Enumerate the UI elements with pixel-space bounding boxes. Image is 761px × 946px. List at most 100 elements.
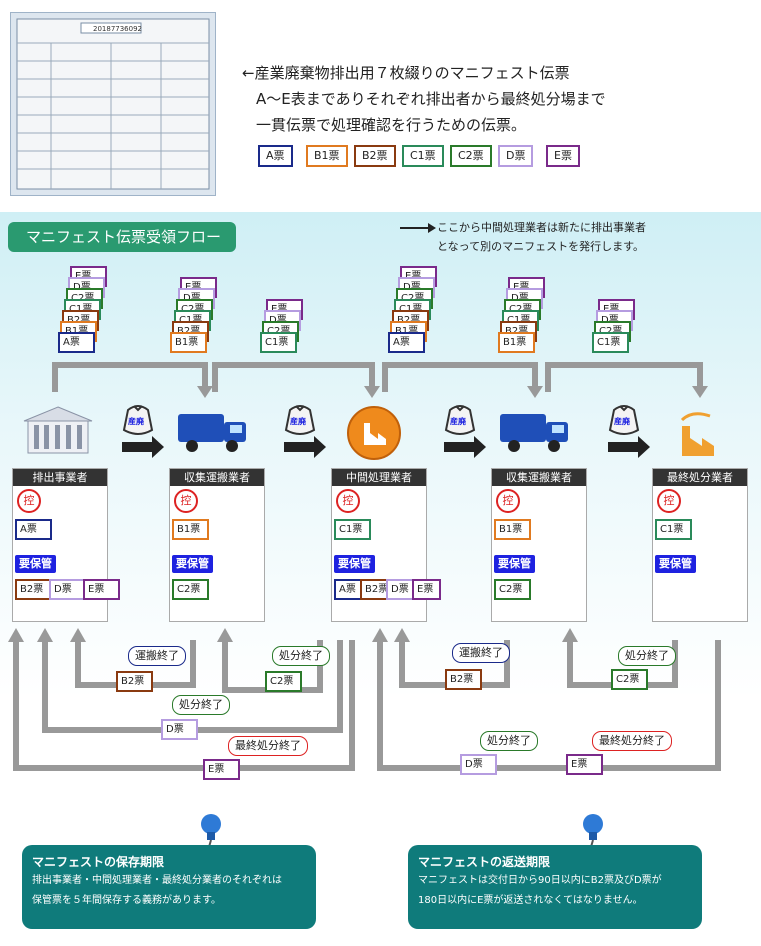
note-line-2: となって別のマニフェストを発行します。 [437, 240, 645, 253]
flow-arrow-icon [284, 436, 326, 458]
stack-1-slip: A票 [58, 332, 95, 353]
retention-body: 排出事業者・中間処理業者・最終処分業者のそれぞれは 保管票を５年間保存する義務が… [32, 871, 282, 911]
manifest-form-image: 20187736092 [16, 18, 210, 190]
bubble-disposal-done-1: 処分終了 [272, 646, 330, 666]
copy-mark-icon: 控 [496, 489, 520, 513]
must-keep-badge: 要保管 [655, 555, 696, 573]
bubble-final-disposal-done-2: 最終処分終了 [592, 731, 672, 751]
deadline-line-1: マニフェストは交付日から90日以内にB2票及びD票が [418, 875, 662, 886]
retention-line-1: 排出事業者・中間処理業者・最終処分業者のそれぞれは [32, 875, 282, 886]
bubble-transport-done-2: 運搬終了 [452, 643, 510, 663]
stored-slip: B2票 [15, 579, 52, 600]
kept-slip: A票 [15, 519, 52, 540]
factory-orb-icon [347, 406, 401, 460]
legend-d: D票 [498, 145, 534, 167]
stored-slip: A票 [334, 579, 363, 600]
stack-3-slip: C1票 [260, 332, 297, 353]
stored-slip: C2票 [172, 579, 209, 600]
manifest-form-thumbnail: 20187736092 [10, 12, 216, 196]
truck-icon [178, 414, 246, 452]
return-slip-c2-1: C2票 [265, 671, 302, 692]
waste-bag-icon: 産廃 [280, 398, 320, 438]
truck-icon [500, 414, 568, 452]
must-keep-badge: 要保管 [172, 555, 213, 573]
form-number: 20187736092 [93, 25, 142, 33]
bubble-disposal-done-2: 処分終了 [172, 695, 230, 715]
bubble-disposal-done-4: 処分終了 [480, 731, 538, 751]
must-keep-badge: 要保管 [15, 555, 56, 573]
kept-slip: B1票 [172, 519, 209, 540]
copy-mark-icon: 控 [657, 489, 681, 513]
intro-line-3: 一貫伝票で処理確認を行うための伝票。 [256, 116, 527, 134]
waste-bag-label: 産廃 [290, 417, 306, 426]
legend-b2: B2票 [354, 145, 396, 167]
kept-slip: C1票 [655, 519, 692, 540]
stored-slip: E票 [412, 579, 441, 600]
stored-slip: D票 [386, 579, 415, 600]
card-2: 収集運搬業者控 B1票要保管 C2票 [169, 468, 265, 622]
bubble-transport-done-1: 運搬終了 [128, 646, 186, 666]
stack-6-slip: C1票 [592, 332, 629, 353]
stored-slip: D票 [49, 579, 86, 600]
stored-slip: C2票 [494, 579, 531, 600]
waste-bag-icon: 産廃 [118, 398, 158, 438]
copy-mark-icon: 控 [336, 489, 360, 513]
legend-c2: C2票 [450, 145, 492, 167]
intro-line-2: A～E表までありそれぞれ排出者から最終処分場まで [256, 90, 606, 108]
return-slip-b2-1: B2票 [116, 671, 153, 692]
legend-a: A票 [258, 145, 293, 167]
building-icon [23, 406, 93, 454]
return-slip-b2-2: B2票 [445, 669, 482, 690]
kept-slip: B1票 [494, 519, 531, 540]
factory-icon [680, 412, 714, 456]
bubble-final-disposal-done-1: 最終処分終了 [228, 736, 308, 756]
return-slip-e-1: E票 [203, 759, 240, 780]
note-line-1: ここから中間処理業者は新たに排出事業者 [437, 221, 646, 234]
retention-line-2: 保管票を５年間保存する義務があります。 [32, 895, 221, 906]
kept-slip: C1票 [334, 519, 371, 540]
waste-bag-label: 産廃 [614, 417, 630, 426]
waste-bag-icon: 産廃 [440, 398, 480, 438]
deadline-line-2: 180日以内にE票が返送されなくてはなりません。 [418, 895, 643, 906]
legend-b1: B1票 [306, 145, 348, 167]
card-title: 中間処理業者 [332, 469, 426, 486]
retention-period-box: マニフェストの保存期限 排出事業者・中間処理業者・最終処分業者のそれぞれは 保管… [22, 845, 316, 929]
copy-mark-icon: 控 [174, 489, 198, 513]
legend-c1: C1票 [402, 145, 444, 167]
stored-slip: B2票 [360, 579, 389, 600]
intro-text: ←産業廃棄物排出用７枚綴りのマニフェスト伝票 A～E表までありそれぞれ排出者から… [242, 60, 606, 138]
return-slip-d-1: D票 [161, 719, 198, 740]
card-title: 排出事業者 [13, 469, 107, 486]
legend-e: E票 [546, 145, 580, 167]
retention-title: マニフェストの保存期限 [32, 855, 165, 869]
card-title: 収集運搬業者 [492, 469, 586, 486]
intermediate-note: ここから中間処理業者は新たに排出事業者 となって別のマニフェストを発行します。 [437, 218, 646, 256]
return-slip-d-2: D票 [460, 754, 497, 775]
return-lines [8, 628, 721, 771]
must-keep-badge: 要保管 [334, 555, 375, 573]
intro-line-1: ←産業廃棄物排出用７枚綴りのマニフェスト伝票 [242, 64, 570, 82]
must-keep-badge: 要保管 [494, 555, 535, 573]
card-5: 最終処分業者控 C1票要保管 [652, 468, 748, 622]
return-deadline-box: マニフェストの返送期限 マニフェストは交付日から90日以内にB2票及びD票が 1… [408, 845, 702, 929]
flow-arrow-icon [444, 436, 486, 458]
card-4: 収集運搬業者控 B1票要保管 C2票 [491, 468, 587, 622]
deadline-body: マニフェストは交付日から90日以内にB2票及びD票が 180日以内にE票が返送さ… [418, 871, 662, 911]
note-arrow-icon [400, 223, 436, 233]
waste-bag-label: 産廃 [450, 417, 466, 426]
bubble-disposal-done-3: 処分終了 [618, 646, 676, 666]
card-title: 最終処分業者 [653, 469, 747, 486]
return-slip-e-2: E票 [566, 754, 603, 775]
waste-bag-label: 産廃 [128, 417, 144, 426]
flow-arrow-icon [122, 436, 164, 458]
flow-arrow-icon [608, 436, 650, 458]
stack-5-slip: B1票 [498, 332, 535, 353]
deadline-title: マニフェストの返送期限 [418, 855, 551, 869]
waste-bag-icon: 産廃 [604, 398, 644, 438]
flow-connectors [52, 362, 708, 398]
stored-slip: E票 [83, 579, 120, 600]
card-title: 収集運搬業者 [170, 469, 264, 486]
return-slip-c2-2: C2票 [611, 669, 648, 690]
